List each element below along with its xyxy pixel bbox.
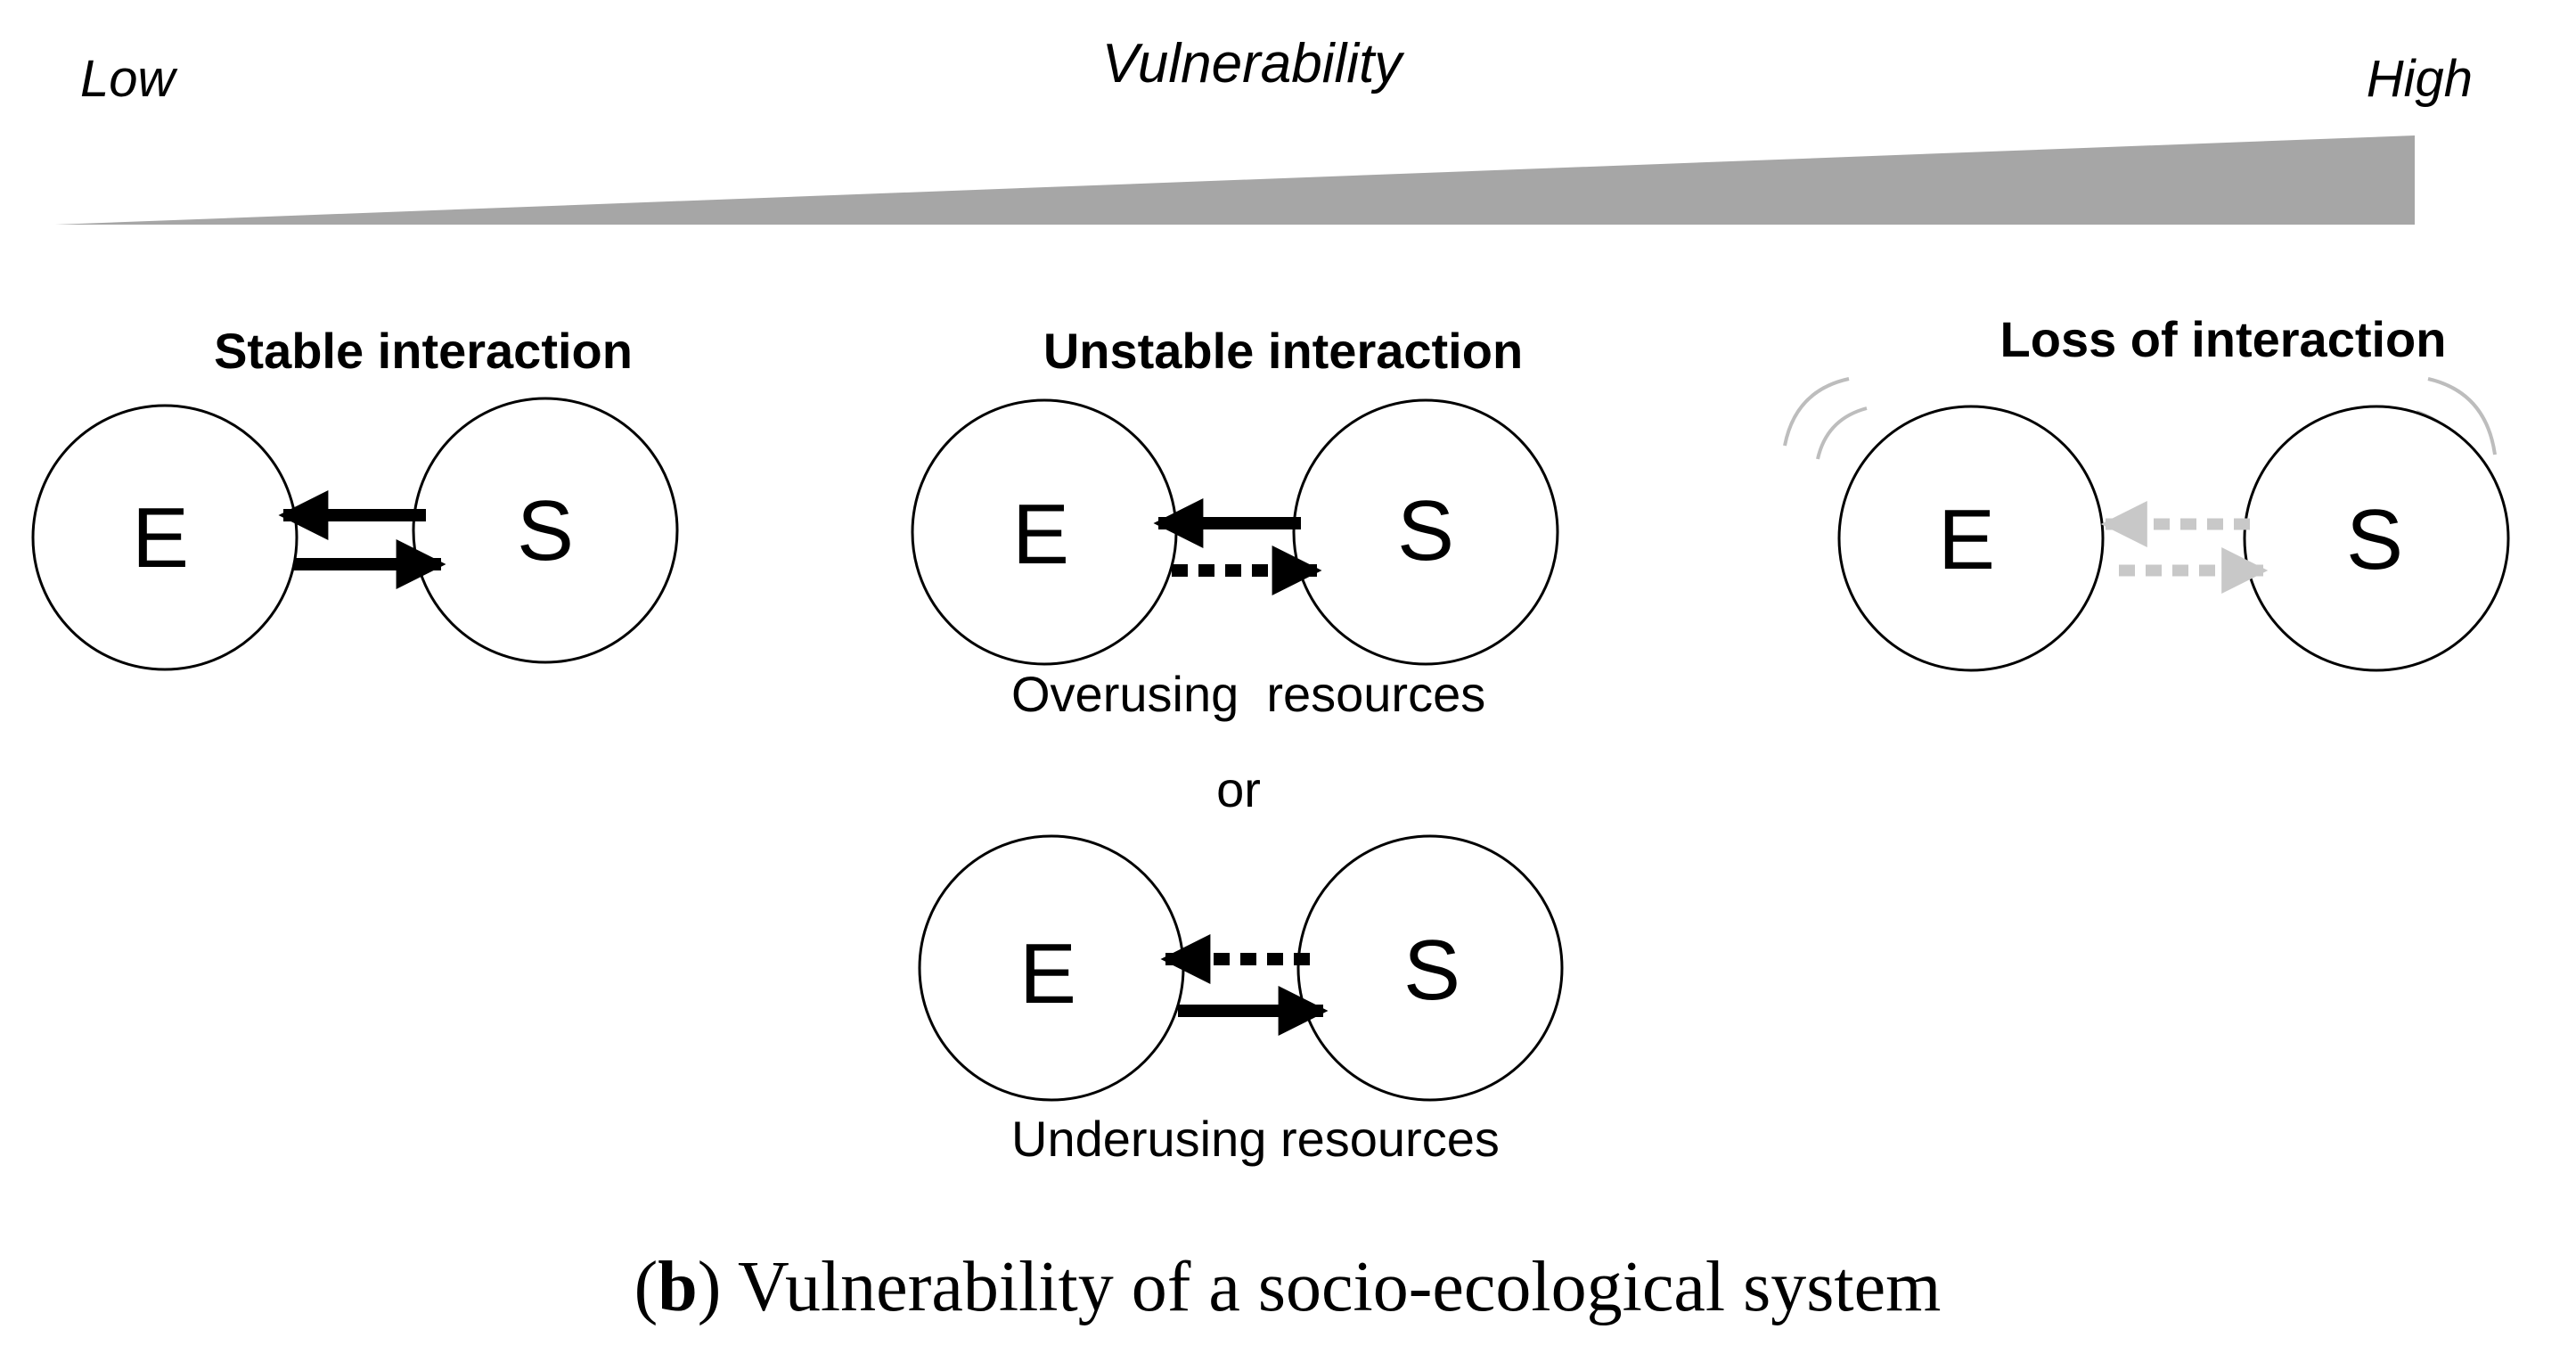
node-s-stable [412,397,679,664]
panel-title-loss: Loss of interaction [2000,311,2447,367]
node-s-overusing [1292,398,1559,666]
scale-high-label: High [2367,50,2473,108]
panel-loss-of-interaction: Loss of interaction E S [1783,311,2510,672]
label-overusing: Overusing resources [1011,666,1485,722]
caption-label: b [658,1248,698,1326]
node-s-loss [2243,405,2510,672]
label-underusing: Underusing resources [1011,1111,1500,1167]
node-s-underusing [1296,834,1564,1102]
panel-title-stable: Stable interaction [214,323,633,379]
node-e-label-underusing: E [1019,926,1076,1022]
node-s-label-underusing: S [1403,923,1460,1018]
panel-unstable-interaction: Unstable interaction E S Overusing resou… [911,323,1564,1167]
scale-title: Vulnerability [1102,33,1406,94]
motion-lines-left-icon [1783,377,1868,460]
panel-title-unstable: Unstable interaction [1043,323,1523,379]
node-s-label-loss: S [2346,492,2403,587]
scale-low-label: Low [80,50,178,108]
node-s-label-overusing: S [1397,483,1454,578]
node-e-label-overusing: E [1012,487,1069,582]
variant-underusing: E S Underusing resources [918,834,1564,1167]
connector-or: or [1216,761,1261,817]
panel-stable-interaction: Stable interaction E S [31,323,679,671]
node-e-label-stable: E [132,490,189,586]
node-s-label-stable: S [517,483,574,578]
vulnerability-scale: Low Vulnerability High [55,33,2473,225]
caption-text: Vulnerability of a socio-ecological syst… [738,1248,1941,1326]
vulnerability-wedge [55,135,2415,225]
node-e-label-loss: E [1938,492,1995,587]
figure-caption: (b) Vulnerability of a socio-ecological … [634,1248,1942,1326]
variant-overusing: E S Overusing resources [911,398,1559,722]
